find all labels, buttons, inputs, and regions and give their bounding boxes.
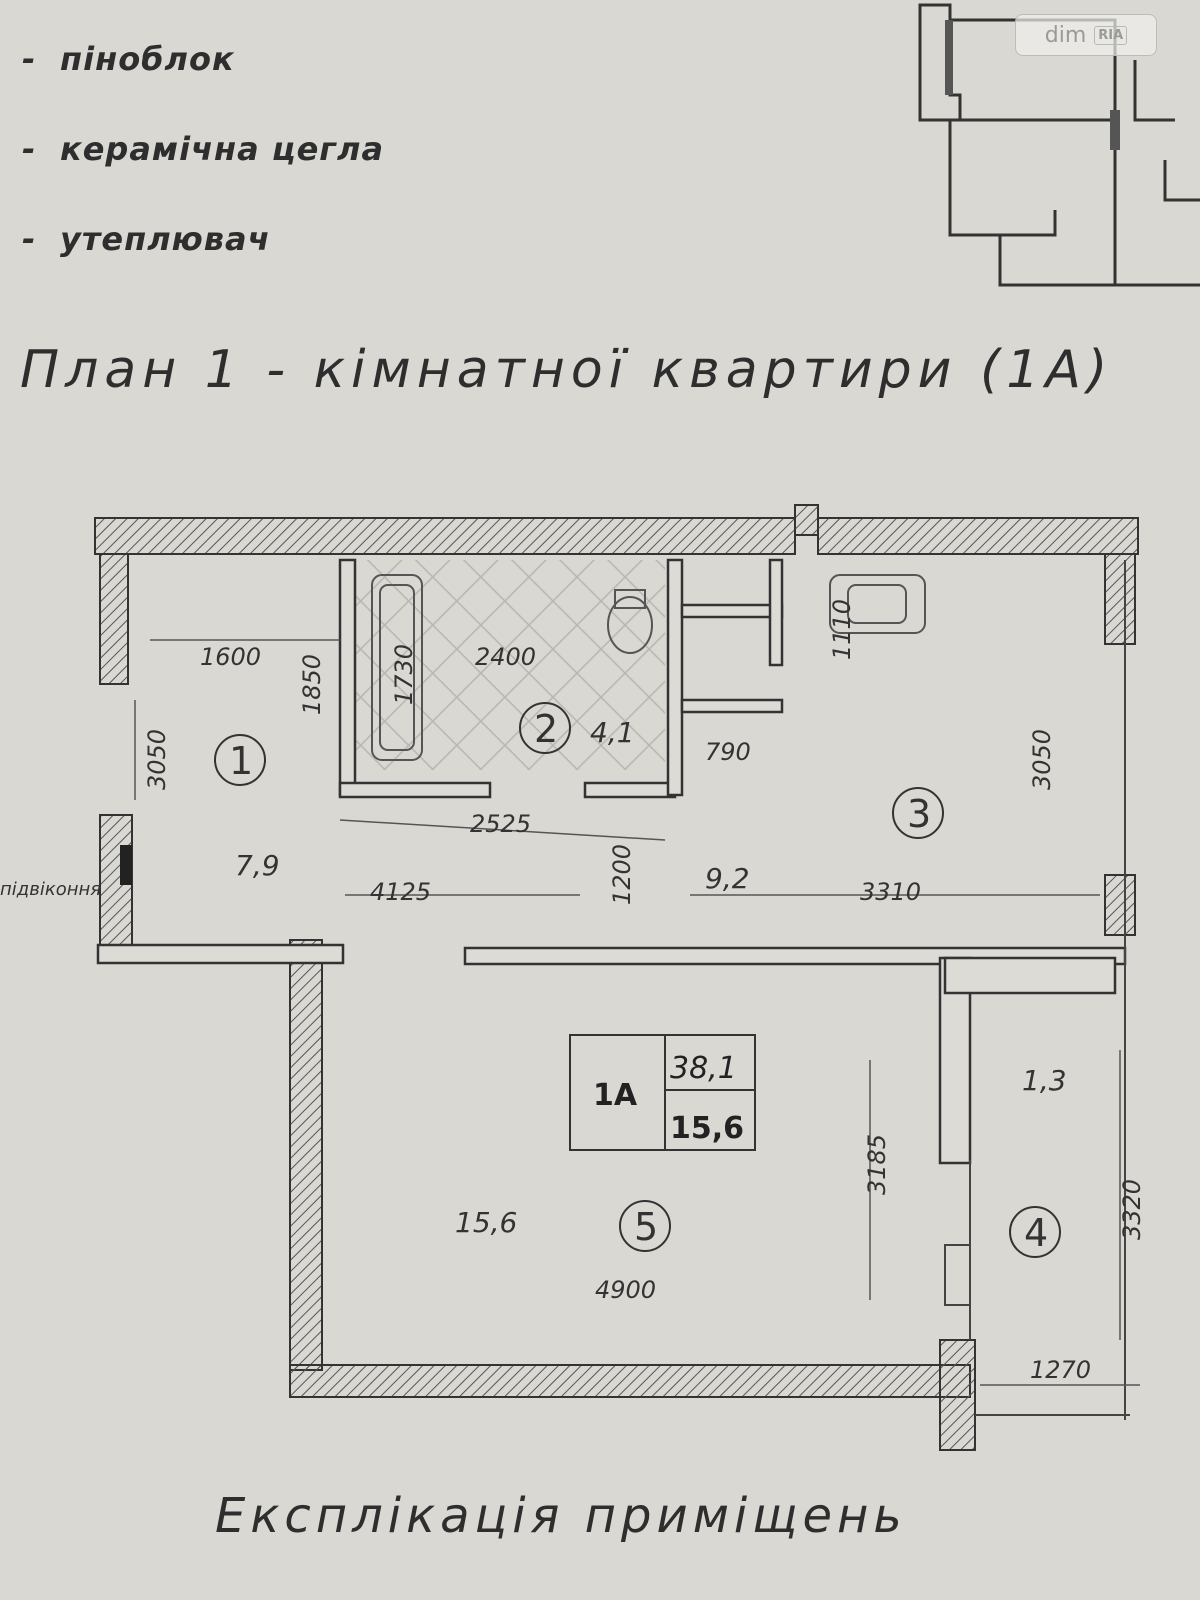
- dim-1200: 1200: [608, 844, 636, 905]
- dim-1110: 1110: [828, 599, 856, 660]
- balcony-window: [944, 560, 1130, 1420]
- room-5-number: 5: [634, 1205, 658, 1249]
- exterior-walls: [94, 504, 1139, 1451]
- badge-living-area: 15,6: [670, 1111, 744, 1146]
- apartment-badge: [569, 1034, 756, 1151]
- dim-4900: 4900: [595, 1276, 656, 1304]
- dim-3050-right: 3050: [1028, 729, 1056, 790]
- room-4-area: 1,3: [1022, 1064, 1067, 1097]
- dim-3185: 3185: [863, 1134, 891, 1195]
- interior-walls: [96, 558, 1127, 1165]
- bathroom-tiles: [355, 560, 665, 770]
- badge-code: 1А: [593, 1078, 638, 1113]
- dim-2400: 2400: [475, 643, 536, 671]
- room-1-area: 7,9: [235, 849, 280, 882]
- room-markers: [214, 702, 1061, 1258]
- dim-2525: 2525: [470, 810, 531, 838]
- room-3-number: 3: [907, 792, 931, 836]
- dim-1270: 1270: [1030, 1356, 1091, 1384]
- room-2-area: 4,1: [590, 716, 635, 749]
- dim-3310: 3310: [860, 878, 921, 906]
- dimension-lines: [134, 639, 1140, 1386]
- material-legend: -піноблок -керамічна цегла -утеплювач: [22, 40, 384, 310]
- dim-790: 790: [705, 738, 751, 766]
- explication-title: Експлікація приміщень: [215, 1488, 907, 1544]
- window-marker: [120, 845, 132, 885]
- badge-total-area: 38,1: [670, 1051, 737, 1086]
- dim-3050-left: 3050: [143, 729, 171, 790]
- dim-ria-watermark: dim RIA: [1015, 14, 1157, 56]
- watermark-text: dim: [1044, 22, 1087, 48]
- bathroom-fixtures: [371, 574, 926, 761]
- dim-4125: 4125: [370, 878, 431, 906]
- dim-3320: 3320: [1118, 1179, 1146, 1240]
- dim-1600: 1600: [200, 643, 261, 671]
- watermark-logo: RIA: [1094, 25, 1128, 45]
- legend-dash: -: [22, 40, 37, 78]
- room-5-area: 15,6: [455, 1206, 517, 1239]
- legend-dash: -: [22, 130, 37, 168]
- plan-title: План 1 - кімнатної квартири (1А): [20, 340, 1114, 400]
- room-2-number: 2: [534, 707, 558, 751]
- window-label: підвіконня: [0, 879, 101, 900]
- legend-label: керамічна цегла: [60, 130, 385, 168]
- legend-item-ceramic-brick: -керамічна цегла: [22, 130, 384, 220]
- legend-label: утеплювач: [60, 220, 271, 258]
- room-1-number: 1: [229, 739, 253, 783]
- legend-item-foam-block: -піноблок: [22, 40, 384, 130]
- room-3-area: 9,2: [705, 862, 750, 895]
- room-4-number: 4: [1024, 1211, 1048, 1255]
- legend-dash: -: [22, 220, 37, 258]
- legend-label: піноблок: [60, 40, 235, 78]
- dim-1730: 1730: [390, 644, 418, 705]
- dim-1850: 1850: [298, 654, 326, 715]
- legend-item-insulation: -утеплювач: [22, 220, 384, 310]
